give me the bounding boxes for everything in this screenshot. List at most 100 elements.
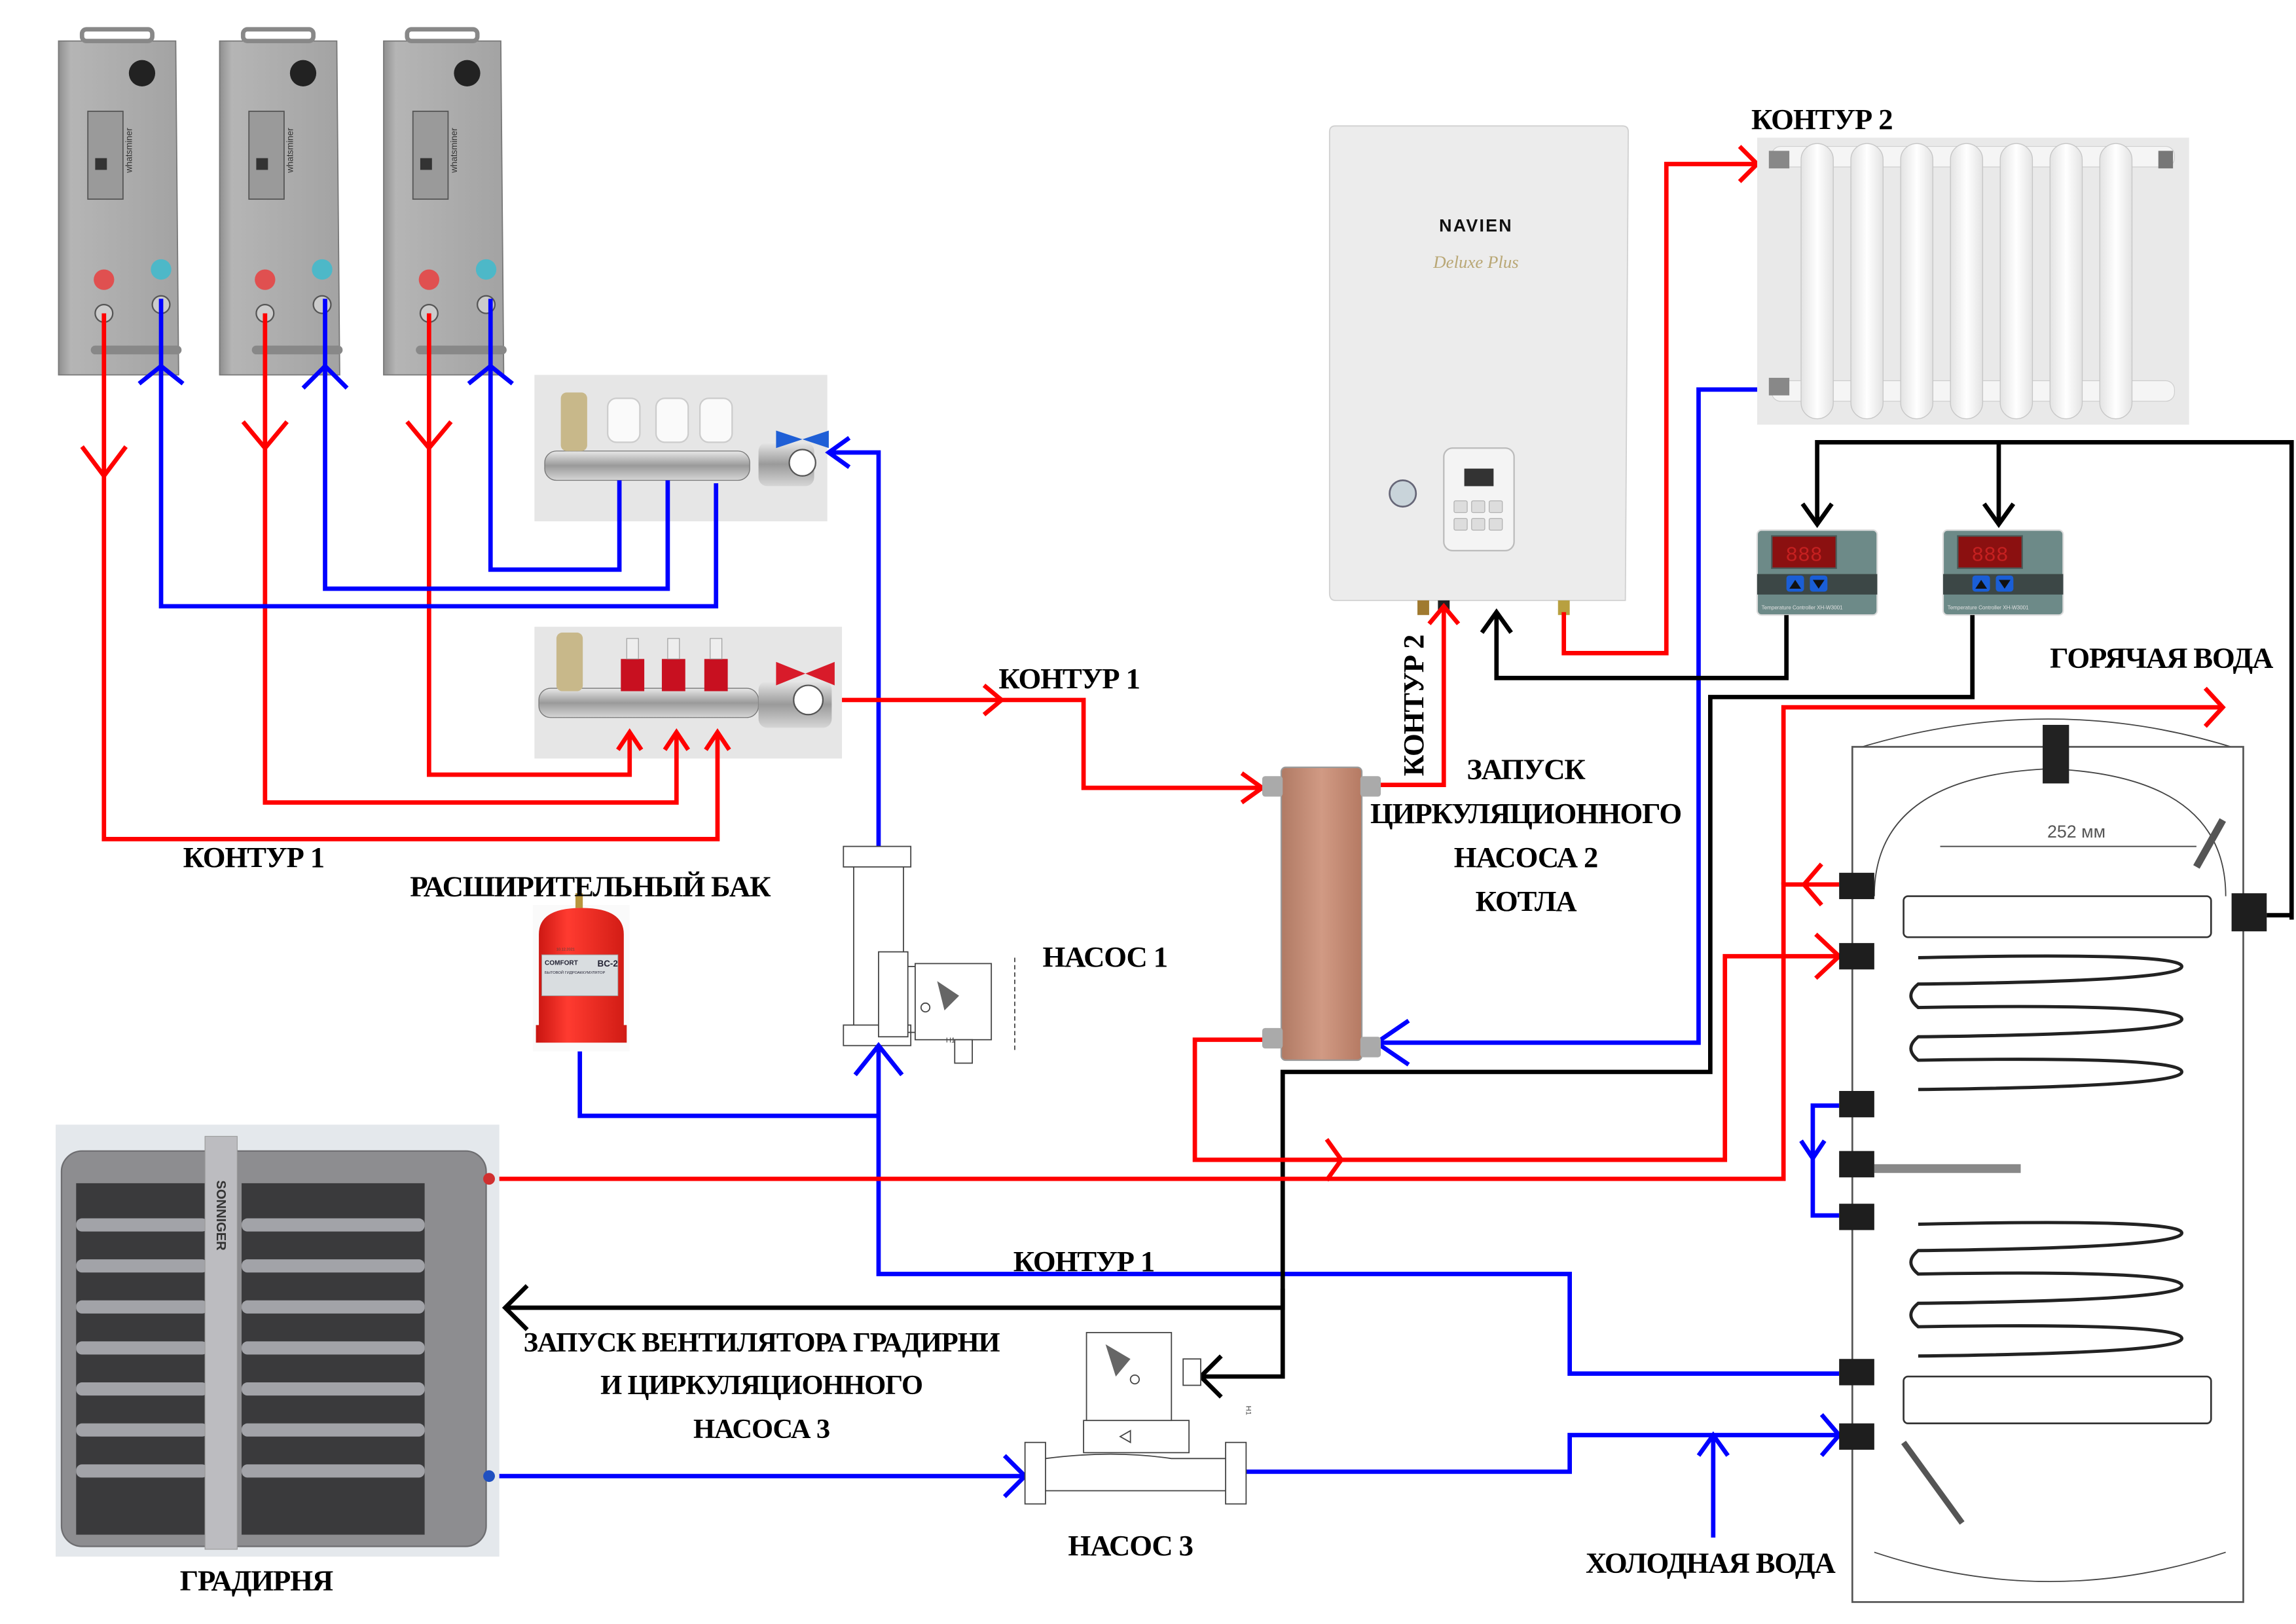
boiler-brand: NAVIEN	[1439, 215, 1513, 235]
contour1-miner-return-lines	[137, 299, 719, 609]
controller-label: Temperature Controller XH-W3001	[1948, 604, 2029, 610]
up-triangle-icon	[1975, 580, 1988, 589]
pump1-to-return-manifold-line	[828, 450, 881, 850]
flow-arrow-icon	[1799, 1139, 1827, 1162]
up-triangle-icon	[1789, 580, 1802, 589]
label-fan-2: И ЦИРКУЛЯЦИОННОГО	[600, 1370, 922, 1401]
controller-display: 888	[1785, 544, 1822, 567]
radiator-plug	[2158, 151, 2174, 169]
cooler-cold-port	[483, 1470, 495, 1483]
pump1-inlet-line	[876, 1045, 1840, 1376]
hx-port	[1360, 1037, 1381, 1058]
plate-heat-exchanger	[1262, 766, 1381, 1061]
tank-date: 10.12.2021	[556, 948, 575, 951]
label-boiler-pump-1: ЗАПУСК	[1467, 753, 1586, 786]
flow-arrow-icon	[1800, 502, 1834, 528]
flow-arrow-icon	[616, 728, 731, 751]
flow-arrow-icon	[1427, 602, 1461, 625]
air-vent	[560, 392, 587, 451]
flow-arrow-icon	[1801, 862, 1823, 907]
label-boiler-pump-4: КОТЛА	[1476, 885, 1577, 917]
tank-sensor-sleeve	[1874, 1164, 2021, 1173]
radiator-sections	[1800, 143, 2133, 420]
tank-connectors	[1839, 872, 2267, 1450]
label-hot-water: ГОРЯЧАЯ ВОДА	[2050, 642, 2273, 674]
hot-outlet-badge-icon	[94, 269, 115, 290]
label-contour2-radiator: КОНТУР 2	[1751, 103, 1892, 136]
tank-anode	[2193, 818, 2227, 869]
thermometer-icon	[793, 684, 824, 716]
tank-coil-bypass-line	[1810, 1103, 1840, 1218]
tank-to-cooler-line	[498, 882, 1840, 1181]
label-contour1-left: КОНТУР 1	[183, 841, 324, 874]
hot-outlet-badge-icon	[255, 269, 276, 290]
hx-port	[1262, 1027, 1283, 1049]
ethernet-port-icon	[256, 158, 268, 170]
flow-arrow-icon	[301, 363, 349, 390]
pump-3: H1	[1024, 1332, 1252, 1505]
supply-manifold	[534, 627, 843, 759]
tank-dimension-label: 252 мм	[2047, 822, 2105, 841]
cooler-brand: SONNIGER	[213, 1180, 228, 1251]
label-boiler-pump-2: ЦИРКУЛЯЦИОННОГО	[1370, 797, 1681, 830]
pump3-to-tank-line	[1241, 1433, 1840, 1474]
label-pump3: НАСОС 3	[1068, 1529, 1192, 1562]
hx-port	[1360, 776, 1381, 797]
flow-arrow-icon	[137, 363, 185, 386]
blue-valve-handle-icon	[776, 430, 829, 449]
label-cooler: ГРАДИРНЯ	[180, 1564, 333, 1597]
cooler-louvers	[76, 1218, 425, 1478]
flow-arrow-icon	[1480, 608, 1513, 635]
tank-valve	[575, 893, 583, 908]
boiler-to-radiator-line	[1561, 162, 1757, 655]
flow-arrow-icon	[1696, 1431, 1730, 1457]
indirect-water-heater-tank: 252 мм	[1839, 718, 2267, 1603]
flow-arrow-icon	[241, 420, 289, 452]
label-contour1-manifold: КОНТУР 1	[998, 662, 1139, 695]
label-cold-water: ХОЛОДНАЯ ВОДА	[1586, 1547, 1836, 1579]
thermometer-icon	[788, 449, 816, 477]
miner-brand: whatsminer	[124, 128, 134, 174]
expansion-tank-line	[577, 1045, 879, 1118]
tank-flange-top	[1903, 895, 2212, 938]
hx-to-boiler-line	[1376, 606, 1446, 787]
down-triangle-icon	[1998, 580, 2011, 589]
tank-brand: COMFORT	[545, 960, 579, 967]
cold-inlet-badge-icon	[475, 259, 497, 280]
cooler-unit: SONNIGER	[55, 1124, 500, 1557]
boiler-control-panel	[1443, 447, 1515, 551]
flow-arrow-icon	[825, 435, 851, 470]
miner-brand: whatsminer	[285, 128, 295, 174]
label-fan-3: НАСОСА 3	[693, 1414, 829, 1445]
pressure-gauge-icon	[1389, 479, 1417, 508]
miner-3: whatsminer	[383, 27, 507, 376]
temperature-controller-1: 888 Temperature Controller XH-W3001	[1756, 529, 1878, 616]
ethernet-port-icon	[95, 158, 107, 170]
hot-water-outlet-line	[1781, 705, 2223, 885]
control-board	[87, 111, 124, 200]
expansion-tank: COMFORT BC-2 БЫТОВОЙ ГИДРОАККУМУЛЯТОР 10…	[533, 893, 630, 1052]
boiler-buttons	[1453, 500, 1503, 531]
boiler-display	[1464, 468, 1494, 487]
tank-sensor-port	[2231, 893, 2267, 932]
pump-mark: H1	[1244, 1406, 1252, 1415]
pump-knob-icon	[1105, 1344, 1131, 1377]
flow-arrow-icon	[853, 1042, 904, 1077]
label-contour1-bottom: КОНТУР 1	[1013, 1245, 1154, 1278]
supply-manifold-to-hx-line	[842, 697, 1262, 790]
cold-inlet-badge-icon	[151, 259, 172, 280]
hx-port	[1262, 776, 1283, 797]
return-manifold	[534, 375, 829, 522]
hx-to-tank-upper-coil-line	[1192, 953, 1840, 1162]
flow-arrow-icon	[1982, 502, 2016, 528]
ethernet-port-icon	[420, 158, 432, 170]
flow-arrow-icon	[405, 420, 453, 452]
tank-flange-bottom	[1903, 1375, 2212, 1424]
label-fan-1: ЗАПУСК ВЕНТИЛЯТОРА ГРАДИРНИ	[524, 1327, 1000, 1358]
flow-arrow-icon	[467, 363, 514, 386]
pump-mark: H1	[946, 1037, 955, 1044]
flow-arrow-icon	[80, 445, 128, 480]
control-wiring	[501, 439, 2294, 1399]
lower-coil	[1909, 1221, 2184, 1358]
